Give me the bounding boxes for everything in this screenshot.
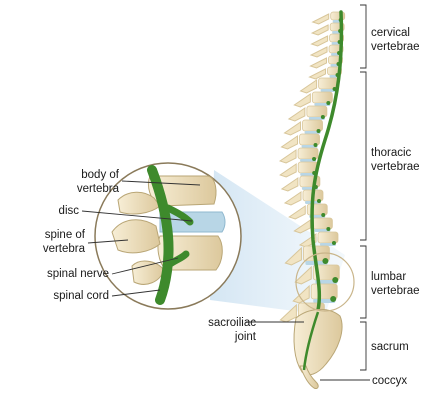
inset-spinal-cord xyxy=(147,165,174,305)
intervertebral-disc xyxy=(314,229,331,232)
spinous-process xyxy=(308,68,327,80)
spinous-process xyxy=(299,79,318,94)
sacral-nerve xyxy=(302,311,320,371)
inset-leader-lines xyxy=(81,180,201,297)
label-thoracic-line1: thoracic xyxy=(371,147,412,159)
spinous-process xyxy=(293,93,311,108)
nerve-root xyxy=(313,143,318,147)
label-disc: disc xyxy=(30,204,79,218)
label-thoracic-vertebrae: thoracic vertebrae xyxy=(371,146,420,174)
region-brackets xyxy=(246,4,370,381)
label-spinal-cord: spinal cord xyxy=(10,289,109,303)
spinous-process xyxy=(283,191,302,206)
intervertebral-disc xyxy=(300,159,317,162)
label-coccyx: coccyx xyxy=(372,374,407,388)
nerve-root xyxy=(332,277,339,283)
spinous-process xyxy=(284,246,302,266)
spinous-process xyxy=(311,13,330,25)
label-sacroiliac-line1: sacroiliac xyxy=(208,317,256,329)
intervertebral-disc xyxy=(301,145,318,148)
spinous-process xyxy=(309,57,327,69)
nerve-root xyxy=(331,241,336,245)
nerve-root xyxy=(326,227,331,231)
label-cervical-line2: vertebrae xyxy=(371,41,420,53)
intervertebral-disc xyxy=(315,280,338,284)
sacrum xyxy=(293,309,343,376)
label-body-of-vertebra: body of vertebra xyxy=(30,168,119,196)
intervertebral-disc xyxy=(308,117,325,120)
intervertebral-disc xyxy=(319,243,336,246)
label-thoracic-line2: vertebrae xyxy=(371,161,420,173)
nerve-root xyxy=(321,213,326,217)
nerve-root xyxy=(312,157,317,161)
nerve-root xyxy=(322,258,329,264)
label-cervical-vertebrae: cervical vertebrae xyxy=(371,26,420,54)
nerve-root xyxy=(330,296,337,302)
label-cervical-line1: cervical xyxy=(371,27,410,39)
label-spinal-cord-line1: spinal cord xyxy=(53,290,109,302)
inset-spinal-nerve-lower xyxy=(166,250,190,268)
spinous-process xyxy=(283,121,302,136)
spinous-process xyxy=(280,177,299,192)
spinous-process xyxy=(278,149,297,164)
spinous-process xyxy=(288,205,306,220)
spinous-process xyxy=(294,265,312,285)
label-lumbar-vertebrae: lumbar vertebrae xyxy=(371,270,420,298)
spinous-process xyxy=(310,35,329,47)
label-sacroiliac-line2: joint xyxy=(234,331,256,343)
intervertebral-disc xyxy=(304,131,321,134)
lumbar-magnifier xyxy=(295,252,355,312)
label-spine-of-vertebra-line2: vertebra xyxy=(42,243,85,255)
spinous-process xyxy=(293,219,311,234)
inset-lower-processes xyxy=(111,219,161,254)
label-sacroiliac-joint: sacroiliac joint xyxy=(180,316,256,344)
label-body-of-vertebra-line2: vertebra xyxy=(76,183,119,195)
intervertebral-disc xyxy=(314,103,331,106)
label-sacrum: sacrum xyxy=(371,340,409,354)
spinous-process xyxy=(287,107,306,122)
spinous-process xyxy=(280,135,299,150)
spinous-process xyxy=(279,163,297,178)
label-body-of-vertebra-line1: body of xyxy=(81,169,119,181)
label-spine-of-vertebra: spine of vertebra xyxy=(10,228,85,256)
spinous-process xyxy=(309,46,328,58)
nerve-root xyxy=(320,115,325,119)
label-disc-line1: disc xyxy=(58,205,79,217)
intervertebral-disc xyxy=(300,173,317,176)
intervertebral-disc xyxy=(320,89,337,92)
nerve-root xyxy=(316,129,321,133)
label-lumbar-line2: vertebrae xyxy=(371,285,420,297)
label-spinal-nerve: spinal nerve xyxy=(10,267,109,281)
label-coccyx-line1: coccyx xyxy=(372,375,408,387)
nerve-root xyxy=(326,101,331,105)
label-spine-of-vertebra-line1: spine of xyxy=(44,229,85,241)
spinous-process xyxy=(310,24,329,36)
spinal-cord-path xyxy=(310,10,344,312)
label-lumbar-line1: lumbar xyxy=(371,271,407,283)
label-sacrum-line1: sacrum xyxy=(371,341,409,353)
label-spinal-nerve-line1: spinal nerve xyxy=(46,268,109,280)
nerve-root xyxy=(316,199,321,203)
coccyx xyxy=(299,365,319,389)
